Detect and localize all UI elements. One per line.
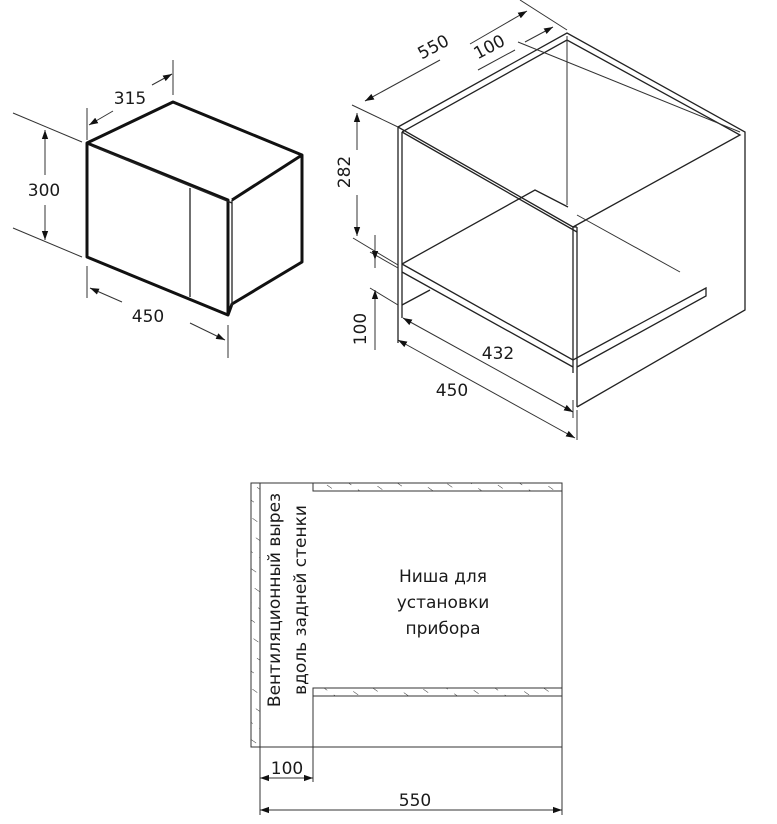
microwave-width-label: 450: [132, 307, 164, 327]
total-depth-label: 550: [399, 791, 431, 811]
microwave-depth-label: 315: [114, 89, 146, 109]
vent-label-line1: Вентиляционный вырез: [265, 493, 285, 707]
microwave-drawing: 315 300 450: [12, 60, 304, 358]
vent-label-line2: вдоль задней стенки: [291, 505, 311, 695]
bottom-shelf-hatch: [312, 687, 563, 697]
niche-label-line3: прибора: [405, 619, 480, 639]
vent-gap-label: 100: [471, 31, 509, 64]
niche-height-label: 282: [335, 156, 355, 188]
niche-label-line1: Ниша для: [399, 567, 487, 587]
outer-width-label: 450: [436, 381, 468, 401]
niche-label-line2: установки: [397, 593, 490, 613]
plan-drawing: Вентиляционный вырез вдоль задней стенки…: [250, 482, 563, 815]
vent-width-label: 100: [271, 759, 303, 779]
top-shelf-hatch: [312, 482, 563, 492]
inner-width-label: 432: [482, 344, 514, 364]
back-wall-hatch: [250, 482, 261, 748]
cabinet-depth-label: 550: [415, 31, 453, 64]
cabinet-drawing: 550 100 282 100 432 450: [335, 0, 746, 440]
microwave-outline: [85, 100, 304, 317]
microwave-height-label: 300: [28, 181, 60, 201]
bottom-height-label: 100: [351, 313, 371, 345]
